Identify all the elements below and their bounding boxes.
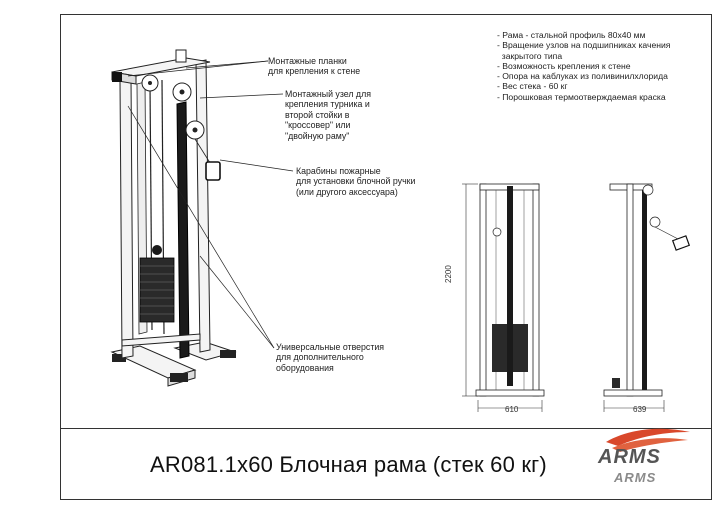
callout-line: Универсальные отверстия xyxy=(276,342,385,352)
title-block xyxy=(60,428,712,500)
callout-line: второй стойки в xyxy=(285,109,350,120)
front-view-drawing xyxy=(462,183,545,412)
spec-item: закрытого типа xyxy=(497,50,563,61)
callout-line: "двойную раму" xyxy=(285,130,350,141)
spec-item: - Опора на каблуках из поливинилхлорида xyxy=(497,71,668,82)
callout-line: "кроссовер" или xyxy=(285,120,351,131)
spec-item: - Вес стека - 60 кг xyxy=(497,81,568,92)
callout-mount-node: Монтажный узел для крепления турника и в… xyxy=(285,89,395,141)
product-title: AR081.1х60 Блочная рама (стек 60 кг) xyxy=(150,452,547,477)
dimension-width: 610 xyxy=(505,405,519,414)
callout-line: крепления турника и xyxy=(285,99,370,110)
callout-holes: Универсальные отверстия для дополнительн… xyxy=(276,342,384,373)
callout-line: Карабины пожарные xyxy=(296,166,381,176)
spec-item: - Возможность крепления к стене xyxy=(497,60,631,71)
callout-line: для крепления к стене xyxy=(268,66,361,77)
callout-line: (или другого аксессуара) xyxy=(296,186,398,197)
dimension-height: 2200 xyxy=(444,265,453,283)
brand-logo-watermark: ARMS xyxy=(614,470,657,485)
spec-item: - Вращение узлов на подшипниках качения xyxy=(497,40,671,51)
callout-line: Монтажный узел для xyxy=(285,89,371,99)
dimension-depth: 639 xyxy=(633,405,647,414)
callout-wall-mount: Монтажные планки для крепления к стене xyxy=(268,56,360,77)
callout-line: для установки блочной ручки xyxy=(296,176,416,187)
callout-line: для дополнительного xyxy=(276,352,364,363)
arms-logo-mark xyxy=(606,428,690,452)
spec-item: - Рама - стальной профиль 80х40 мм xyxy=(497,30,646,40)
weight-stack xyxy=(139,245,175,323)
spec-item: - Порошковая термоотверждаемая краска xyxy=(497,91,666,102)
callout-line: Монтажные планки xyxy=(268,56,347,66)
brand-logo: ARMS xyxy=(598,446,661,468)
side-view-drawing xyxy=(603,183,691,412)
specs-list: - Рама - стальной профиль 80х40 мм - Вра… xyxy=(497,30,707,102)
callout-carabiners: Карабины пожарные для установки блочной … xyxy=(296,166,415,197)
sheet-border xyxy=(60,14,712,500)
callout-line: оборудования xyxy=(276,362,334,373)
